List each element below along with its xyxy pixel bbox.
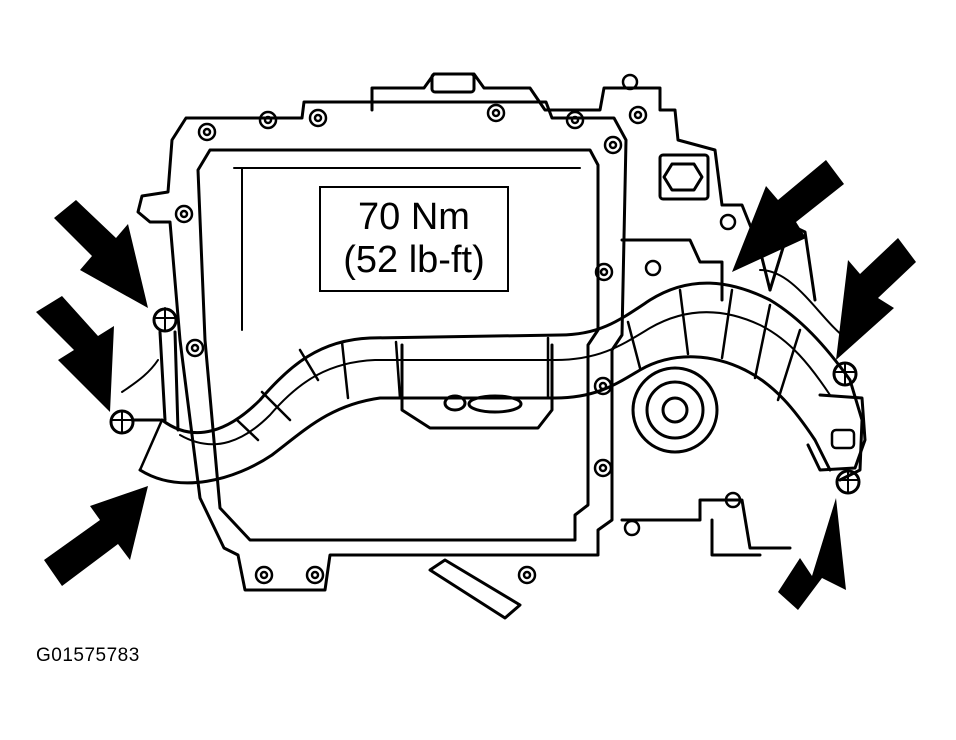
housing-bolt bbox=[644, 259, 662, 277]
support-bolt-lower-right bbox=[835, 469, 861, 495]
lower-tube bbox=[428, 558, 522, 620]
support-bar-rib bbox=[179, 311, 831, 446]
bracket-slot bbox=[443, 394, 467, 412]
arrow-lower-left bbox=[44, 486, 148, 586]
pan-bolts bbox=[174, 73, 648, 585]
torque-spec-label: 70 Nm (52 lb-ft) bbox=[319, 186, 509, 292]
housing-bolt bbox=[724, 491, 742, 509]
support-bar-outer bbox=[160, 281, 864, 482]
arrow-lower-right bbox=[778, 498, 846, 610]
support-bolt-left bbox=[109, 409, 162, 435]
housing-side-panel bbox=[620, 238, 792, 557]
support-bar-web bbox=[138, 288, 802, 472]
pan-lip bbox=[233, 167, 581, 331]
output-shaft bbox=[631, 366, 719, 454]
right-end-slot bbox=[830, 428, 856, 450]
arrow-left bbox=[36, 296, 114, 412]
support-bolt-upper-left bbox=[152, 307, 180, 432]
pan-flange-outer bbox=[136, 100, 628, 592]
arrow-upper-left bbox=[54, 200, 148, 308]
support-bar-inner bbox=[138, 355, 832, 485]
torque-imperial: (52 lb-ft) bbox=[343, 239, 485, 281]
pan-body-inner bbox=[196, 148, 600, 542]
filler-cap bbox=[430, 72, 476, 94]
arrow-top-right bbox=[732, 160, 844, 272]
arrow-right bbox=[836, 238, 916, 360]
center-bracket bbox=[400, 343, 554, 430]
wiring-harness bbox=[121, 269, 849, 393]
bracket-slot bbox=[467, 394, 523, 414]
indicator-arrows bbox=[36, 160, 916, 610]
support-bolt-upper-right bbox=[832, 361, 858, 387]
housing-bolt bbox=[719, 213, 737, 231]
figure-id: G01575783 bbox=[36, 645, 140, 666]
right-end-bracket bbox=[806, 393, 867, 472]
hex-plug bbox=[658, 153, 710, 201]
torque-metric: 70 Nm bbox=[358, 196, 470, 239]
